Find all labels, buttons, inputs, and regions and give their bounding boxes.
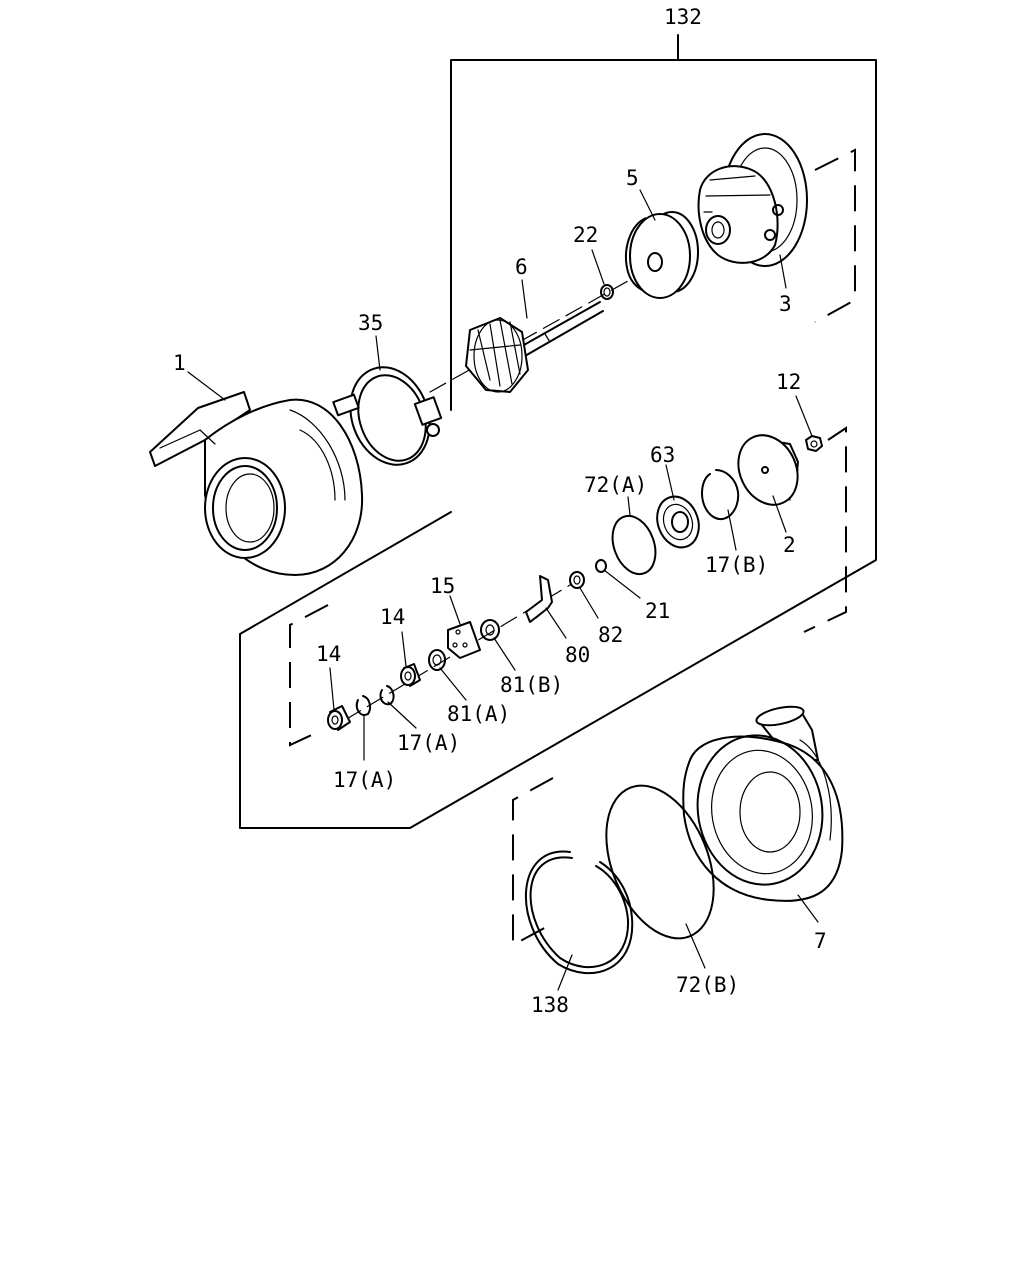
ring-part-22: [600, 284, 614, 300]
callout-5: 5: [626, 166, 639, 190]
callout-35: 35: [358, 311, 383, 335]
callout-12: 12: [776, 370, 801, 394]
turbine-housing-part-1: [149, 391, 364, 576]
bearing-housing-part-3: [697, 133, 808, 267]
callout-81a: 81(A): [447, 702, 510, 726]
callout-81b: 81(B): [500, 673, 563, 697]
journal-bearing-part-14-lower: [327, 705, 351, 731]
callout-80: 80: [565, 643, 590, 667]
thrust-bushing-part-63: [656, 495, 700, 549]
snap-ring-part-17a-lower: [355, 695, 372, 716]
heat-shield-part-5: [625, 211, 699, 299]
callout-82: 82: [598, 623, 623, 647]
compressor-housing-part-7: [682, 705, 844, 902]
callout-22: 22: [573, 223, 598, 247]
v-band-clamp-part-35: [332, 366, 443, 466]
oil-deflector-part-80: [525, 575, 553, 623]
callout-labels: 132 1 35 6 22 5 3 12 63 72(A) 2 17(B) 21…: [173, 5, 827, 1017]
callout-6: 6: [515, 255, 528, 279]
o-ring-part-72b: [605, 784, 715, 940]
o-ring-part-72a: [611, 514, 657, 576]
center-axis-line: [429, 262, 661, 393]
callout-7: 7: [814, 929, 827, 953]
leader-lines: [187, 189, 819, 991]
thrust-bearing-part-15: [447, 621, 481, 659]
washer-part-21: [595, 559, 607, 573]
callout-132: 132: [664, 5, 702, 29]
callout-17a-lower: 17(A): [333, 768, 396, 792]
callout-3: 3: [779, 292, 792, 316]
callout-2: 2: [783, 533, 796, 557]
retaining-ring-part-138: [525, 850, 634, 974]
nut-part-12: [805, 435, 823, 452]
callout-14-lower: 14: [316, 642, 341, 666]
callout-63: 63: [650, 443, 675, 467]
thrust-collar-part-82: [569, 571, 585, 589]
callout-14-upper: 14: [380, 605, 405, 629]
callout-72b: 72(B): [676, 973, 739, 997]
callout-72a: 72(A): [584, 473, 647, 497]
callout-17a-upper: 17(A): [397, 731, 460, 755]
callout-15: 15: [430, 574, 455, 598]
callout-17b: 17(B): [705, 553, 768, 577]
assembly-bracket-132: [239, 34, 877, 829]
journal-bearing-part-14-upper: [400, 663, 421, 687]
turbine-shaft-part-6: [465, 301, 604, 393]
callout-1: 1: [173, 351, 186, 375]
snap-ring-part-17a-upper: [379, 685, 395, 706]
callout-21: 21: [645, 599, 670, 623]
snap-ring-part-17b: [701, 469, 740, 520]
sub-group-brackets: [289, 148, 856, 947]
callout-138: 138: [531, 993, 569, 1017]
washer-part-81a: [428, 649, 446, 671]
compressor-wheel-part-2: [737, 434, 799, 506]
washer-part-81b: [480, 619, 500, 641]
